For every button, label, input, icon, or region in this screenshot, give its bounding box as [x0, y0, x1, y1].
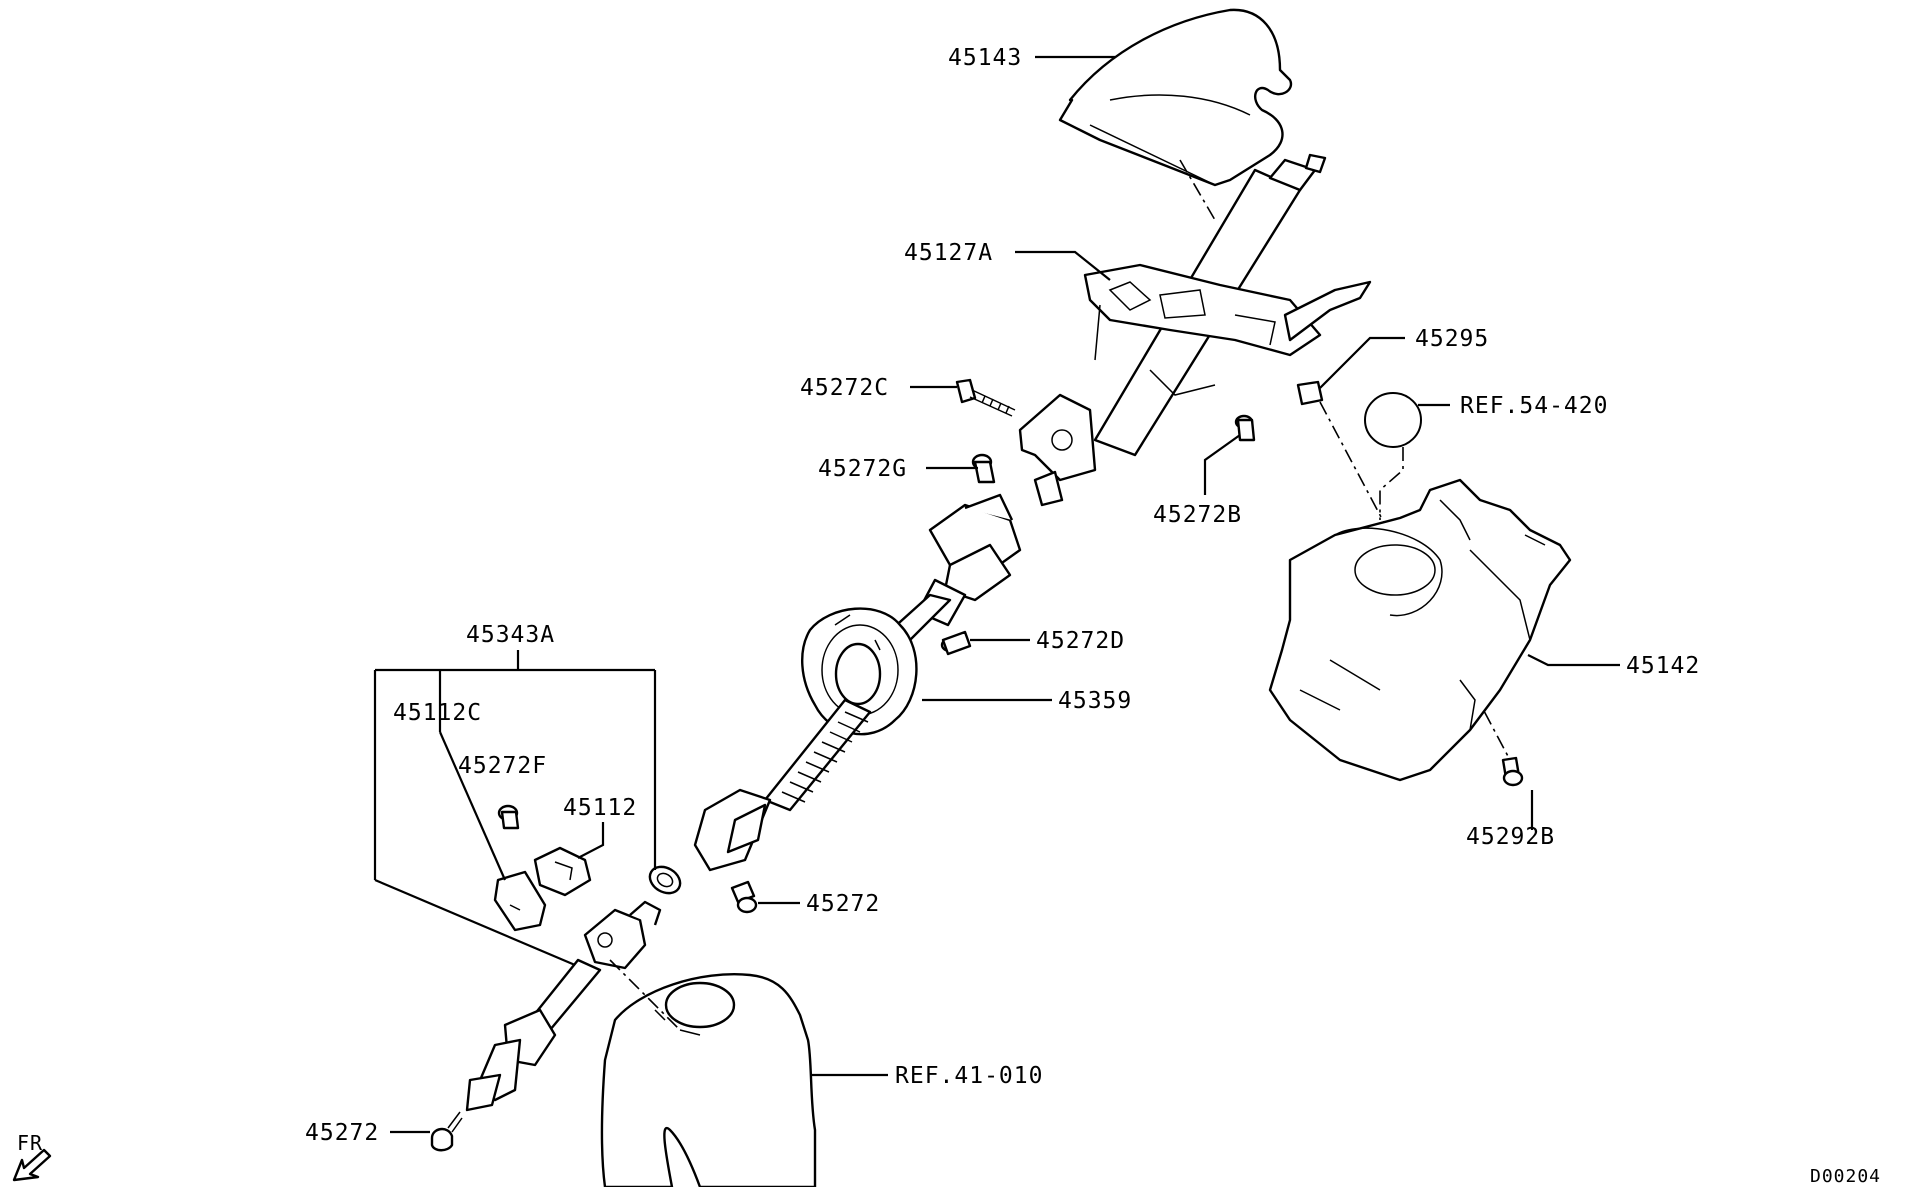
- intermediate-shaft: [693, 493, 1022, 872]
- label-45343a: 45343A: [466, 622, 555, 648]
- label-ref-41-010: REF.41-010: [895, 1063, 1043, 1089]
- label-45272-low: 45272: [305, 1120, 379, 1146]
- label-45112: 45112: [563, 795, 637, 821]
- bolt-45272d: [940, 630, 972, 656]
- lower-shaft-assembly: [465, 865, 682, 1112]
- lower-column-cover: [1268, 478, 1572, 782]
- bolt-45272c: [955, 378, 1016, 417]
- label-45127a: 45127A: [904, 240, 993, 266]
- bearing-45112c: [493, 870, 547, 932]
- label-45272b: 45272B: [1153, 502, 1242, 528]
- leader-lines: [373, 55, 1620, 1134]
- label-45295: 45295: [1415, 326, 1489, 352]
- bolt-45272g: [971, 453, 996, 484]
- ref-54-420-leader: [1379, 447, 1404, 520]
- upper-column-cover: [1058, 8, 1293, 187]
- label-45112c: 45112C: [393, 700, 482, 726]
- front-indicator: FR: [12, 1131, 52, 1182]
- label-45272c: 45272C: [800, 375, 889, 401]
- steering-column-assembly: [1018, 153, 1372, 507]
- label-45272g: 45272G: [818, 456, 907, 482]
- bolt-45272b: [1234, 414, 1256, 442]
- label-45142: 45142: [1626, 653, 1700, 679]
- front-indicator-label: FR: [17, 1131, 43, 1155]
- front-arrow-icon: [12, 1148, 52, 1182]
- bolt-45272-mid: [730, 880, 758, 914]
- label-45359: 45359: [1058, 688, 1132, 714]
- cover-alignment-line: [1179, 159, 1216, 221]
- bolt-45272-low: [430, 1111, 463, 1152]
- column-to-dash-line: [609, 959, 681, 1031]
- ref-54-420-disc: [1364, 392, 1422, 448]
- label-45143: 45143: [948, 45, 1022, 71]
- bolt-45272f: [497, 804, 520, 830]
- label-45272f: 45272F: [458, 753, 547, 779]
- label-45272-mid: 45272: [806, 891, 880, 917]
- callout-labels: 45143 45127A 45295 REF.54-420 45272C 452…: [305, 45, 1700, 1146]
- label-ref-54-420: REF.54-420: [1460, 393, 1608, 419]
- clip-45295: [1296, 380, 1324, 406]
- label-45272d: 45272D: [1036, 628, 1125, 654]
- screw-45292b: [1501, 756, 1524, 787]
- bracket-45112: [533, 846, 592, 897]
- dash-panel-ref-41-010: [600, 973, 817, 1187]
- label-45292b: 45292B: [1466, 824, 1555, 850]
- drawing-code: D00204: [1810, 1166, 1881, 1187]
